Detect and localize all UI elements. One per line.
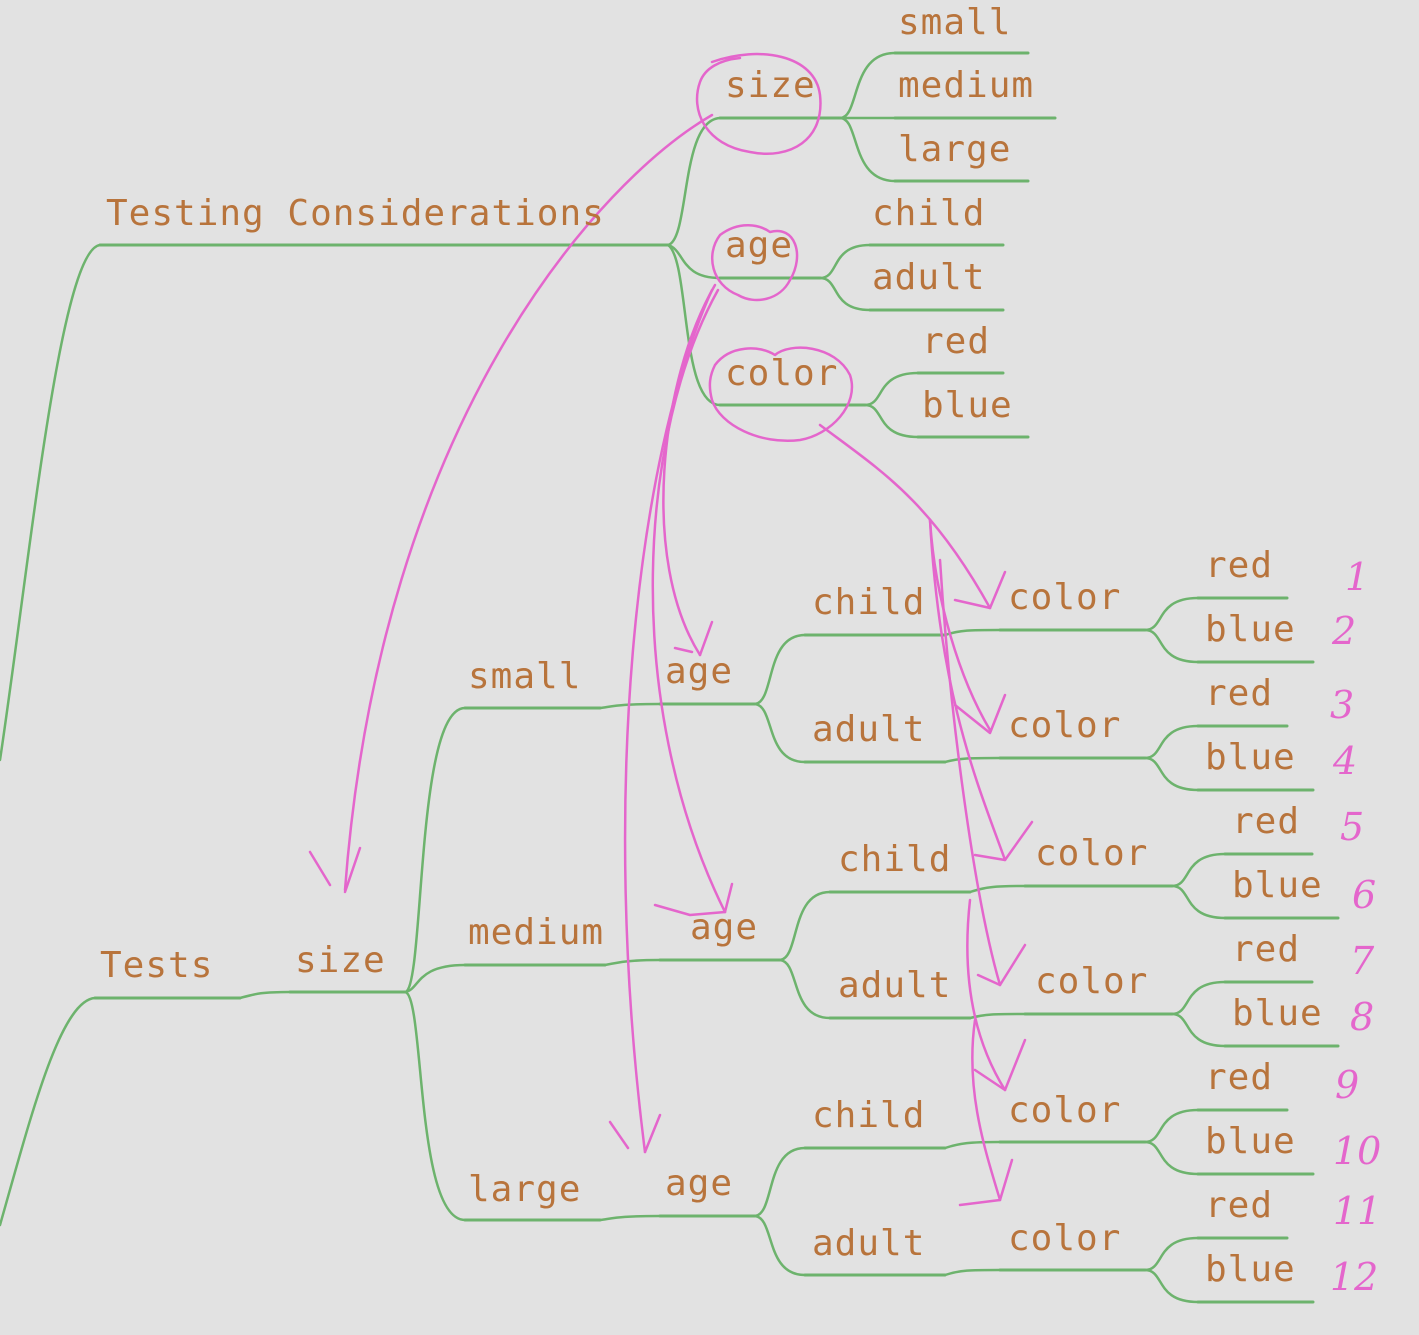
option-large: large: [898, 129, 1012, 170]
node-adult: adult: [812, 1223, 926, 1264]
test-number: 4: [1333, 739, 1358, 783]
circle-color: [708, 346, 854, 443]
leaf-blue: blue: [1205, 1121, 1296, 1162]
node-child: child: [812, 582, 926, 623]
test-number: 12: [1330, 1255, 1379, 1299]
node-age: age: [690, 907, 759, 948]
node-small: small: [468, 656, 582, 697]
leaf-red: red: [1205, 673, 1274, 714]
leaf-blue: blue: [1205, 609, 1296, 650]
node-age: age: [665, 651, 734, 692]
node-size: size: [295, 940, 386, 981]
leaf-red: red: [1205, 1057, 1274, 1098]
test-number: 9: [1335, 1063, 1360, 1107]
circle-size: [695, 52, 822, 155]
leaf-blue: blue: [1205, 737, 1296, 778]
node-child: child: [838, 839, 952, 880]
test-number: 5: [1340, 805, 1365, 849]
option-blue: blue: [922, 385, 1013, 426]
option-red: red: [922, 321, 991, 362]
root-tests: Tests: [100, 945, 214, 986]
node-color: color: [1008, 577, 1122, 618]
option-adult: adult: [872, 257, 986, 298]
leaf-red: red: [1232, 801, 1301, 842]
test-number: 2: [1332, 609, 1357, 653]
node-color: color: [1008, 1218, 1122, 1259]
category-color: color: [725, 353, 839, 394]
option-medium: medium: [898, 65, 1035, 106]
node-age: age: [665, 1163, 734, 1204]
leaf-red: red: [1205, 1185, 1274, 1226]
test-number: 1: [1345, 555, 1370, 599]
test-number: 6: [1352, 873, 1377, 917]
node-color: color: [1035, 833, 1149, 874]
circle-age: [711, 224, 799, 302]
leaf-blue: blue: [1232, 865, 1323, 906]
leaf-blue: blue: [1205, 1249, 1296, 1290]
leaf-red: red: [1205, 545, 1274, 586]
root-testing-considerations: Testing Considerations: [106, 193, 605, 234]
test-number: 11: [1333, 1189, 1382, 1233]
node-medium: medium: [468, 912, 605, 953]
category-age: age: [725, 225, 794, 266]
option-small: small: [898, 2, 1012, 43]
test-number: 8: [1350, 995, 1375, 1039]
node-color: color: [1035, 961, 1149, 1002]
test-number: 3: [1330, 683, 1355, 727]
option-child: child: [872, 193, 986, 234]
leaf-blue: blue: [1232, 993, 1323, 1034]
node-child: child: [812, 1095, 926, 1136]
node-color: color: [1008, 1090, 1122, 1131]
node-adult: adult: [812, 709, 926, 750]
test-number: 7: [1350, 939, 1375, 983]
node-adult: adult: [838, 965, 952, 1006]
leaf-red: red: [1232, 929, 1301, 970]
test-number: 10: [1333, 1129, 1382, 1173]
node-large: large: [468, 1169, 582, 1210]
category-size: size: [725, 65, 816, 106]
node-color: color: [1008, 705, 1122, 746]
